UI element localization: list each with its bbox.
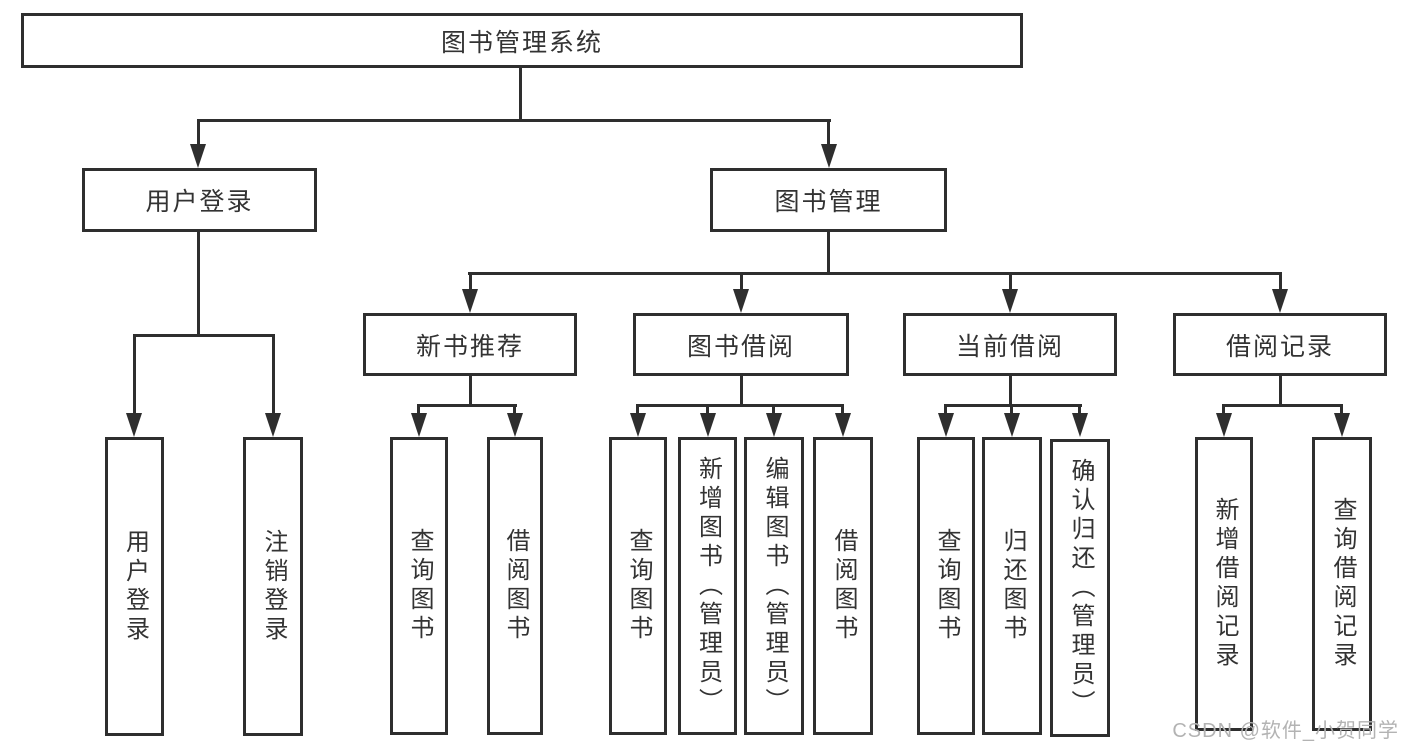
connector-vline bbox=[841, 405, 844, 417]
leaf-user-login: 用户登录 bbox=[105, 437, 164, 736]
arrow-down-icon bbox=[265, 413, 281, 437]
leaf-add-book-admin: 新增图书（管理员） bbox=[678, 437, 737, 735]
leaf-query-borrow-record: 查询借阅记录 bbox=[1312, 437, 1372, 731]
arrow-down-icon bbox=[835, 413, 851, 437]
leaf-return-book: 归还图书 bbox=[982, 437, 1042, 735]
leaf-logout: 注销登录 bbox=[243, 437, 303, 736]
node-library-system: 图书管理系统 bbox=[21, 13, 1023, 68]
connector-vline bbox=[197, 120, 200, 148]
connector-vline bbox=[133, 335, 136, 417]
csdn-watermark: CSDN @软件_小贺同学 bbox=[1172, 720, 1399, 742]
connector-vline bbox=[827, 232, 830, 275]
leaf-add-borrow-record: 新增借阅记录 bbox=[1195, 437, 1253, 731]
node-book-borrowing: 图书借阅 bbox=[633, 313, 849, 376]
leaf-confirm-return-admin: 确认归还（管理员） bbox=[1050, 439, 1110, 737]
connector-hline bbox=[197, 119, 831, 122]
connector-vline bbox=[636, 405, 639, 417]
arrow-down-icon bbox=[507, 413, 523, 437]
connector-vline bbox=[944, 405, 947, 417]
connector-hline bbox=[468, 272, 1282, 275]
arrow-down-icon bbox=[938, 413, 954, 437]
arrow-down-icon bbox=[1002, 289, 1018, 313]
leaf-query-books-current: 查询图书 bbox=[917, 437, 975, 735]
arrow-down-icon bbox=[1072, 413, 1088, 437]
connector-vline bbox=[740, 376, 743, 407]
arrow-down-icon bbox=[1334, 413, 1350, 437]
connector-hline bbox=[944, 404, 1082, 407]
connector-vline bbox=[1009, 273, 1012, 293]
connector-hline bbox=[417, 404, 517, 407]
connector-vline bbox=[469, 376, 472, 407]
arrow-down-icon bbox=[766, 413, 782, 437]
connector-vline bbox=[1222, 405, 1225, 417]
leaf-query-books-borrowing: 查询图书 bbox=[609, 437, 667, 735]
arrow-down-icon bbox=[1272, 289, 1288, 313]
arrow-down-icon bbox=[126, 413, 142, 437]
arrow-down-icon bbox=[190, 144, 206, 168]
node-borrowing-records: 借阅记录 bbox=[1173, 313, 1387, 376]
arrow-down-icon bbox=[1216, 413, 1232, 437]
connector-vline bbox=[197, 232, 200, 336]
connector-vline bbox=[1279, 273, 1282, 293]
connector-hline bbox=[636, 404, 844, 407]
arrow-down-icon bbox=[411, 413, 427, 437]
node-book-management: 图书管理 bbox=[710, 168, 947, 232]
node-user-login: 用户登录 bbox=[82, 168, 317, 232]
arrow-down-icon bbox=[462, 289, 478, 313]
leaf-borrow-books-recommend: 借阅图书 bbox=[487, 437, 543, 735]
leaf-borrow-books-borrowing: 借阅图书 bbox=[813, 437, 873, 735]
connector-vline bbox=[740, 273, 743, 293]
arrow-down-icon bbox=[630, 413, 646, 437]
connector-vline bbox=[1340, 405, 1343, 417]
leaf-query-books-recommend: 查询图书 bbox=[390, 437, 448, 735]
connector-vline bbox=[469, 273, 472, 293]
arrow-down-icon bbox=[1004, 413, 1020, 437]
node-current-borrowing: 当前借阅 bbox=[903, 313, 1117, 376]
connector-vline bbox=[706, 405, 709, 417]
connector-vline bbox=[1279, 376, 1282, 407]
arrow-down-icon bbox=[733, 289, 749, 313]
connector-vline bbox=[417, 405, 420, 417]
connector-vline bbox=[827, 120, 830, 148]
connector-vline bbox=[1010, 405, 1013, 417]
connector-vline bbox=[772, 405, 775, 417]
connector-vline bbox=[1078, 405, 1081, 417]
connector-vline bbox=[1009, 376, 1012, 407]
leaf-edit-book-admin: 编辑图书（管理员） bbox=[744, 437, 804, 735]
node-new-book-recommendation: 新书推荐 bbox=[363, 313, 577, 376]
connector-hline bbox=[1222, 404, 1343, 407]
connector-vline bbox=[519, 68, 522, 122]
connector-vline bbox=[272, 335, 275, 417]
arrow-down-icon bbox=[821, 144, 837, 168]
connector-hline bbox=[133, 334, 275, 337]
connector-vline bbox=[513, 405, 516, 417]
arrow-down-icon bbox=[700, 413, 716, 437]
